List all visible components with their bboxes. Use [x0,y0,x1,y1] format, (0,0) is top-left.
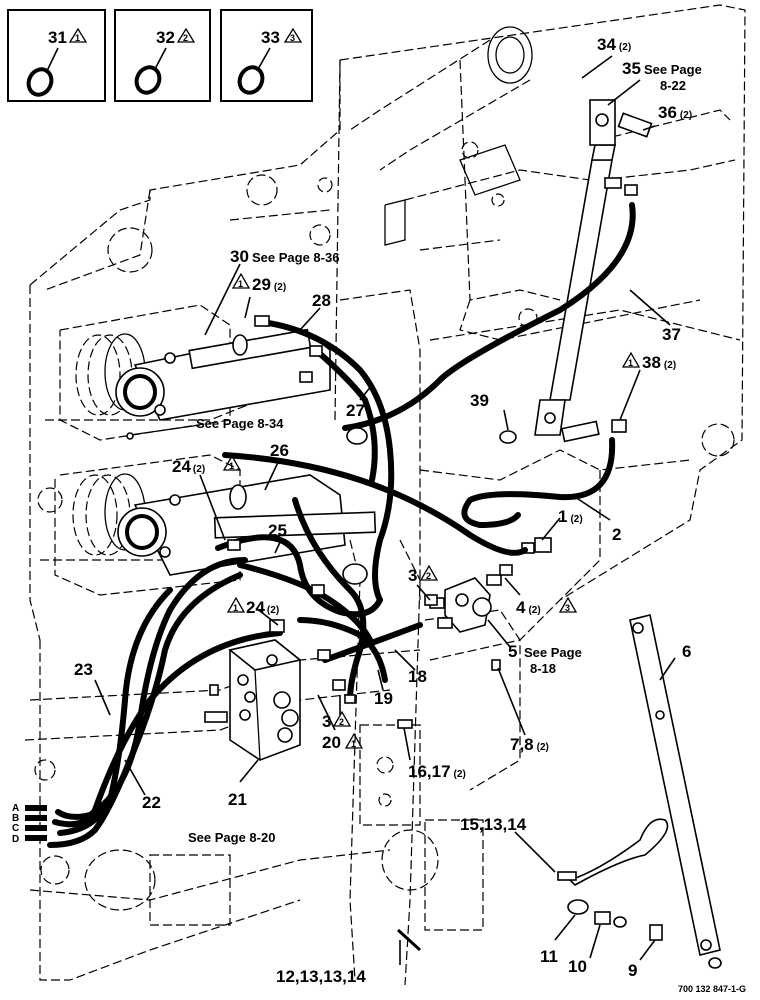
callout-18: 18 [408,667,427,686]
warning-triangle-icon [419,564,439,581]
callout-3b: 3 [322,712,331,731]
callout-9: 9 [628,961,637,980]
callout-19: 19 [374,689,393,708]
callout-2: 2 [612,525,621,544]
callout-35-page: 8-22 [660,78,686,93]
warning-triangle-icon [558,596,578,613]
callout-29: 29(2) [252,275,286,294]
callout-5-see: See Page [524,645,582,660]
hydraulic-cylinder [499,99,653,444]
callout-24a: 24(2) [172,457,205,476]
upper-roller-assembly [59,304,331,441]
svg-text:1: 1 [238,279,243,289]
callout-labels: 34(2) 35 See Page 8-22 36(2) 37 1 38(2) … [74,35,746,994]
hose-end-markers: A B C D [12,803,47,845]
svg-text:2: 2 [339,717,344,727]
warning-triangle-icon [231,272,251,289]
callout-34: 34(2) [597,35,631,54]
svg-text:2: 2 [426,571,431,581]
inset-32-number: 32 [156,28,175,47]
svg-text:1: 1 [229,461,234,471]
callout-4: 4(2) [516,598,541,617]
hose-letter-d: D [12,834,19,845]
callout-30-see: See Page 8-36 [252,250,339,265]
callout-25: 25 [268,521,287,540]
inset-box-33: 33 3 [220,9,313,102]
hose-letter-a: A [12,803,19,814]
o-ring-icon [26,67,54,97]
callout-15-13-14: 15,13,14 [460,815,527,834]
callout-23: 23 [74,660,93,679]
o-ring-icon [134,65,162,95]
drawing-id: 700 132 847-1-G [678,984,746,994]
callout-11: 11 [540,947,558,966]
warning-triangle-icon [332,710,352,727]
inset-box-31: 31 1 [7,9,106,102]
callout-35: 35 [622,59,641,78]
valve-block [204,639,302,761]
svg-text:3: 3 [290,33,295,43]
hose-letter-b: B [12,813,19,824]
inset-box-32: 32 2 [114,9,211,102]
callout-20: 20 [322,733,341,752]
callout-3a: 3 [408,566,417,585]
callout-16-17: 16,17(2) [408,762,466,781]
hydraulic-hoses [47,202,636,848]
callout-12-13-13-14: 12,13,13,14 [276,967,366,986]
svg-text:1: 1 [75,33,80,43]
warning-triangle-icon [283,27,303,43]
callout-26: 26 [270,441,289,460]
baler-frame-outline [24,4,746,986]
inset-31-number: 31 [48,28,67,47]
callout-28: 28 [312,291,331,310]
svg-text:2: 2 [183,33,188,43]
callout-leaders [94,55,676,965]
callout-39: 39 [470,391,489,410]
callout-24b: 24(2) [246,598,279,617]
callout-35-see: See Page [644,62,702,77]
callout-1: 1(2) [558,507,583,526]
diverter-valve [429,537,552,633]
callout-7-8: 7,8(2) [510,735,549,754]
warning-triangle-icon [621,351,641,368]
inset-33-number: 33 [261,28,280,47]
svg-text:1: 1 [233,603,238,613]
lever-arm [557,614,722,969]
hose-fittings [227,315,513,952]
callout-5-page: 8-18 [530,661,556,676]
callout-27: 27 [346,401,365,420]
callout-36: 36(2) [658,103,692,122]
callout-10: 10 [568,957,587,976]
callout-22: 22 [142,793,161,812]
callout-38: 38(2) [642,353,676,372]
lower-roller-assembly [54,454,377,596]
see-page-8-34: See Page 8-34 [196,416,284,431]
callout-21-see: See Page 8-20 [188,830,275,845]
callout-21: 21 [228,790,247,809]
warning-triangle-icon [176,27,196,43]
warning-triangle-icon [222,454,242,471]
svg-text:3: 3 [565,603,570,613]
hose-letter-c: C [12,823,19,834]
callout-37: 37 [662,325,681,344]
callout-5: 5 [508,642,517,661]
svg-text:1: 1 [351,739,356,749]
warning-triangle-icon [226,596,246,613]
callout-30: 30 [230,247,249,266]
callout-6: 6 [682,642,691,661]
svg-text:1: 1 [628,358,633,368]
warning-triangle-icon [344,732,364,749]
o-ring-icon [237,65,265,95]
warning-triangle-icon [68,27,88,43]
